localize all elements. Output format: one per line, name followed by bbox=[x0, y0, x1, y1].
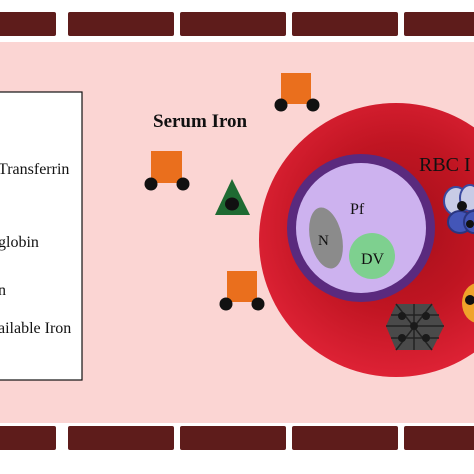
legend-box: Transferrin globin n ailable Iron bbox=[0, 91, 83, 381]
bottom-brick bbox=[180, 426, 286, 450]
transferrin-icon bbox=[144, 151, 190, 191]
bottom-wall bbox=[0, 426, 474, 450]
orange-protein-icon bbox=[462, 283, 474, 323]
bottom-brick bbox=[404, 426, 474, 450]
top-brick bbox=[404, 12, 474, 36]
transferrin-icon bbox=[274, 73, 320, 112]
legend-item-transferrin: Transferrin bbox=[0, 161, 69, 178]
top-brick bbox=[0, 12, 56, 36]
red-blood-cell: RBC I Pf N DV bbox=[259, 103, 474, 377]
legend-item-hemoglobin: globin bbox=[0, 234, 39, 251]
bottom-brick bbox=[68, 426, 174, 450]
hemozoin-crystal-icon bbox=[386, 303, 444, 351]
nucleus bbox=[309, 207, 343, 269]
transferrin-icon bbox=[219, 271, 265, 311]
legend-frame bbox=[0, 91, 83, 381]
ferritin-icon bbox=[215, 179, 250, 215]
top-wall bbox=[0, 12, 474, 36]
nucleus-label: N bbox=[318, 233, 329, 249]
legend-item-ferritin: n bbox=[0, 282, 6, 299]
parasite-pf: Pf N DV bbox=[287, 154, 435, 302]
serum-iron-label: Serum Iron bbox=[153, 111, 248, 132]
bottom-brick bbox=[0, 426, 56, 450]
top-brick bbox=[292, 12, 398, 36]
bottom-brick bbox=[292, 426, 398, 450]
dv-label: DV bbox=[361, 251, 385, 268]
top-brick bbox=[180, 12, 286, 36]
digestive-vacuole bbox=[349, 233, 395, 279]
parasite-label: Pf bbox=[350, 201, 365, 218]
legend-item-available-iron: ailable Iron bbox=[0, 320, 71, 337]
rbc-label: RBC I bbox=[419, 154, 471, 176]
hemoglobin-icon bbox=[443, 184, 474, 234]
top-brick bbox=[68, 12, 174, 36]
